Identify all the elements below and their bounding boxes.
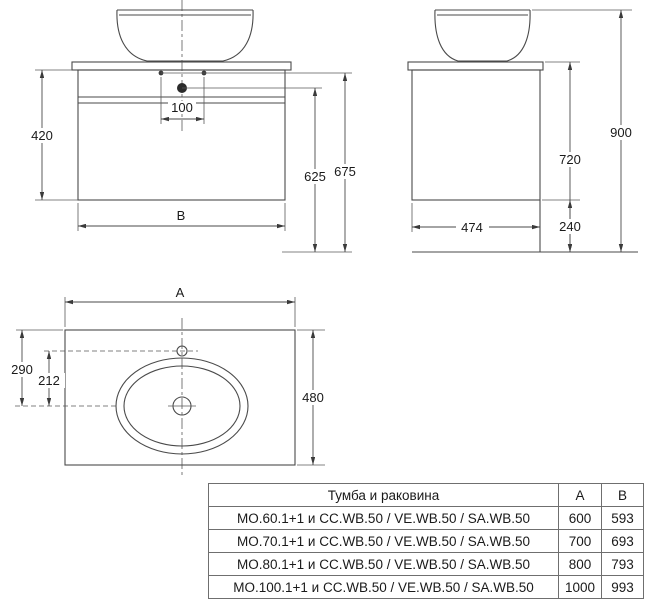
label-mask: [34, 373, 65, 388]
dim-label-B: B: [177, 208, 186, 223]
sink-front-bowl-outline: [116, 9, 254, 62]
dim-label-675: 675: [334, 164, 356, 179]
cabinet-side-outline: [411, 69, 541, 201]
label-mask: [330, 164, 361, 179]
label-mask: [555, 152, 586, 167]
vanity-technical-drawing: 100 420 B 625 675: [7, 0, 638, 478]
model-name: MO.80.1+1 и CC.WB.50 / VE.WB.50 / SA.WB.…: [208, 552, 559, 576]
dim-b-value: 793: [601, 552, 645, 576]
front-view: 100 420 B 625 675: [27, 0, 361, 253]
dim-label-A: A: [176, 285, 185, 300]
cabinet-front-outline: [77, 69, 286, 201]
label-mask: [168, 101, 196, 114]
label-mask: [555, 219, 586, 234]
label-mask: [300, 169, 331, 184]
table-header-name: Тумба и раковина: [208, 483, 559, 507]
dim-a-value: 1000: [557, 575, 603, 599]
dim-b-value: 593: [601, 506, 645, 530]
table-row: MO.60.1+1 и CC.WB.50 / VE.WB.50 / SA.WB.…: [208, 506, 645, 530]
table-header-row: Тумба и раковина A B: [208, 483, 645, 507]
dim-label-900: 900: [610, 125, 632, 140]
countertop-plan-outline: [64, 329, 296, 466]
dim-label-420: 420: [31, 128, 53, 143]
dim-label-480: 480: [302, 390, 324, 405]
dim-label-290: 290: [11, 362, 33, 377]
dim-a-value: 600: [557, 506, 603, 530]
table-row: MO.70.1+1 и CC.WB.50 / VE.WB.50 / SA.WB.…: [208, 529, 645, 553]
dim-a-value: 700: [557, 529, 603, 553]
table-row: MO.100.1+1 и CC.WB.50 / VE.WB.50 / SA.WB…: [208, 575, 645, 599]
model-name: MO.100.1+1 и CC.WB.50 / VE.WB.50 / SA.WB…: [208, 575, 559, 599]
dim-label-212: 212: [38, 373, 60, 388]
model-name: MO.60.1+1 и CC.WB.50 / VE.WB.50 / SA.WB.…: [208, 506, 559, 530]
dim-label-100: 100: [171, 100, 193, 115]
countertop-side: [407, 61, 544, 71]
sink-side-bowl-outline: [434, 9, 531, 62]
dim-label-474: 474: [461, 220, 483, 235]
countertop-front: [71, 61, 292, 71]
dim-label-240: 240: [559, 219, 581, 234]
table-row: MO.80.1+1 и CC.WB.50 / VE.WB.50 / SA.WB.…: [208, 552, 645, 576]
dim-a-value: 800: [557, 552, 603, 576]
label-mask: [298, 390, 329, 405]
label-mask: [606, 125, 637, 140]
dim-label-625: 625: [304, 169, 326, 184]
sink-basin-inner-oval: [123, 365, 241, 447]
model-name: MO.70.1+1 и CC.WB.50 / VE.WB.50 / SA.WB.…: [208, 529, 559, 553]
label-mask: [456, 220, 489, 235]
dim-label-720: 720: [559, 152, 581, 167]
label-mask: [7, 362, 38, 377]
label-mask: [27, 128, 58, 143]
size-table: Тумба и раковина A B MO.60.1+1 и CC.WB.5…: [208, 483, 645, 599]
plan-view: A 290 212 480: [7, 285, 329, 478]
table-header-b: B: [601, 483, 645, 507]
dim-b-value: 993: [601, 575, 645, 599]
table-header-a: A: [557, 483, 603, 507]
side-view: 474 720 240 900: [407, 9, 638, 253]
dim-b-value: 693: [601, 529, 645, 553]
